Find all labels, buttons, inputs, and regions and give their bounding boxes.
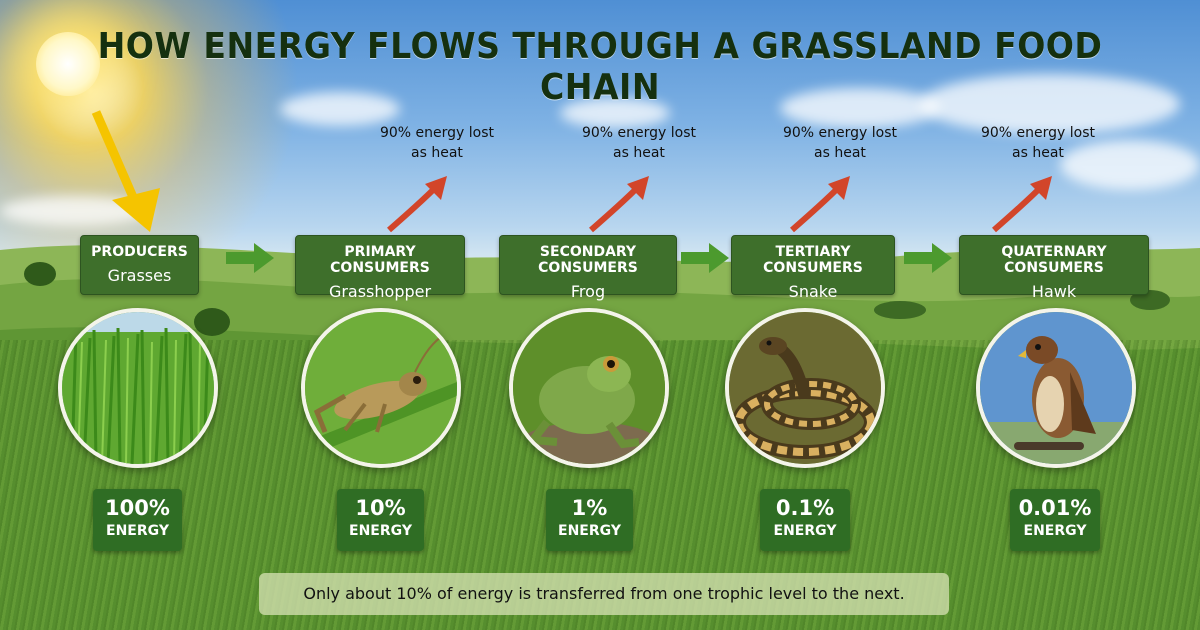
stage-box-tertiary: TERTIARY CONSUMERS Snake xyxy=(731,235,895,301)
flow-arrow-icon xyxy=(904,243,952,273)
heat-loss-arrow xyxy=(992,176,1052,233)
cloud xyxy=(280,92,400,126)
heat-loss-label: 90% energy lost as heat xyxy=(968,123,1108,163)
energy-box: 100% ENERGY xyxy=(93,489,182,551)
energy-box: 0.01% ENERGY xyxy=(1010,489,1100,551)
stage-level: SECONDARY CONSUMERS xyxy=(538,244,638,276)
frog-image xyxy=(509,308,669,468)
heat-loss-arrow xyxy=(589,176,649,233)
stage-level: QUATERNARY CONSUMERS xyxy=(1001,244,1107,276)
grasshopper-image xyxy=(301,308,461,468)
page-title: HOW ENERGY FLOWS THROUGH A GRASSLAND FOO… xyxy=(97,26,1103,108)
snake-image xyxy=(725,308,885,468)
cloud xyxy=(560,98,670,128)
cloud xyxy=(780,88,940,128)
heat-loss-arrow xyxy=(790,176,850,233)
energy-label: ENERGY xyxy=(106,523,169,539)
heat-loss-line-2: as heat xyxy=(613,145,665,161)
grass-image xyxy=(58,308,218,468)
heat-loss-line-1: 90% energy lost xyxy=(581,125,697,141)
heat-loss-line-1: 90% energy lost xyxy=(379,125,495,141)
stage-organism: Grasses xyxy=(107,266,172,285)
heat-loss-label: 90% energy lost as heat xyxy=(770,123,910,163)
heat-loss-line-2: as heat xyxy=(814,145,866,161)
stage-box-producers: PRODUCERS Grasses xyxy=(80,235,199,295)
stage-organism: Hawk xyxy=(1031,282,1077,301)
energy-percent: 0.1% xyxy=(775,496,835,520)
energy-label: ENERGY xyxy=(773,523,837,539)
heat-loss-arrow xyxy=(387,176,447,233)
stage-level: PRODUCERS xyxy=(91,244,188,260)
cloud xyxy=(920,74,1180,134)
heat-loss-line-2: as heat xyxy=(411,145,463,161)
sun-energy-arrow xyxy=(91,110,160,232)
stage-organism: Frog xyxy=(570,282,606,301)
stage-box-primary: PRIMARY CONSUMERS Grasshopper xyxy=(295,235,465,301)
energy-box: 1% ENERGY xyxy=(546,489,633,551)
footer-note: Only about 10% of energy is transferred … xyxy=(259,573,949,615)
hawk-image xyxy=(976,308,1136,468)
energy-percent: 0.01% xyxy=(1018,496,1092,520)
stage-box-quaternary: QUATERNARY CONSUMERS Hawk xyxy=(959,235,1149,301)
flow-arrow-icon xyxy=(681,243,729,273)
cloud xyxy=(1060,140,1200,190)
energy-label: ENERGY xyxy=(1023,523,1087,539)
stage-level: PRIMARY CONSUMERS xyxy=(330,244,430,276)
heat-loss-line-2: as heat xyxy=(1012,145,1064,161)
energy-percent: 1% xyxy=(571,496,608,520)
heat-loss-line-1: 90% energy lost xyxy=(782,125,898,141)
energy-box: 0.1% ENERGY xyxy=(760,489,850,551)
energy-label: ENERGY xyxy=(349,523,412,539)
heat-loss-line-1: 90% energy lost xyxy=(980,125,1096,141)
energy-percent: 10% xyxy=(355,496,406,520)
flow-arrow-icon xyxy=(226,243,274,273)
stage-organism: Snake xyxy=(788,282,838,301)
heat-loss-label: 90% energy lost as heat xyxy=(569,123,709,163)
stage-level: TERTIARY CONSUMERS xyxy=(763,244,863,276)
energy-percent: 100% xyxy=(105,496,170,520)
heat-loss-label: 90% energy lost as heat xyxy=(367,123,507,163)
stage-organism: Grasshopper xyxy=(328,282,432,301)
sun-icon xyxy=(36,32,100,96)
stage-box-secondary: SECONDARY CONSUMERS Frog xyxy=(499,235,677,301)
energy-box: 10% ENERGY xyxy=(337,489,424,551)
energy-label: ENERGY xyxy=(558,523,621,539)
